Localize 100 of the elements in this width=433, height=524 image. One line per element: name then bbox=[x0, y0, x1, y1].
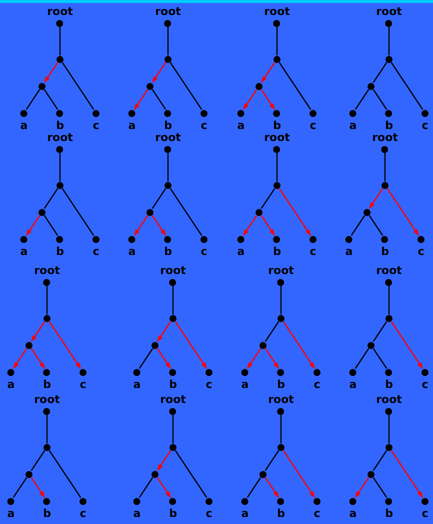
node-dot bbox=[256, 82, 262, 90]
tree-edge bbox=[354, 89, 370, 110]
node-label: c bbox=[206, 379, 212, 391]
node-label: c bbox=[310, 120, 316, 132]
tree-edge bbox=[12, 477, 28, 498]
node-label: a bbox=[128, 120, 136, 132]
tree-edge bbox=[138, 477, 154, 498]
node-label: a bbox=[349, 379, 357, 391]
tree-edge bbox=[372, 348, 388, 369]
arrow bbox=[354, 477, 370, 498]
node-label: root bbox=[155, 132, 181, 144]
node-dot bbox=[278, 314, 284, 322]
node-label: root bbox=[372, 132, 398, 144]
node-dot bbox=[368, 470, 374, 478]
node-label: root bbox=[264, 6, 290, 18]
tree-edge bbox=[372, 89, 388, 110]
node-label: b bbox=[277, 508, 285, 520]
node-dot bbox=[274, 56, 280, 62]
arrow bbox=[278, 188, 312, 236]
node-dot bbox=[26, 342, 32, 348]
arrow bbox=[246, 348, 262, 369]
arrow bbox=[368, 188, 384, 209]
node-label: a bbox=[7, 379, 15, 391]
node-label: root bbox=[376, 265, 402, 277]
arrow bbox=[174, 321, 208, 369]
arrow bbox=[156, 348, 172, 369]
arrow bbox=[30, 477, 46, 498]
tree-edge bbox=[48, 450, 82, 498]
node-label: b bbox=[169, 379, 177, 391]
tree-edge bbox=[59, 26, 61, 56]
node-label: a bbox=[133, 508, 141, 520]
node-label: root bbox=[160, 394, 186, 406]
node-label: root bbox=[34, 265, 60, 277]
node-label: b bbox=[43, 508, 51, 520]
node-dot bbox=[386, 444, 392, 450]
arrow bbox=[390, 450, 424, 498]
node-label: b bbox=[43, 379, 51, 391]
tree-edge bbox=[384, 152, 386, 182]
arrow bbox=[260, 62, 276, 83]
node-label: c bbox=[80, 379, 86, 391]
node-label: c bbox=[206, 508, 212, 520]
node-label: b bbox=[277, 379, 285, 391]
tree-edge bbox=[174, 450, 208, 498]
node-dot bbox=[170, 314, 176, 322]
node-dot bbox=[146, 82, 154, 90]
tree-edge bbox=[264, 321, 280, 342]
tree-edge bbox=[62, 188, 94, 236]
tree-edge bbox=[44, 89, 58, 110]
node-label: b bbox=[273, 120, 281, 132]
tree-edge bbox=[152, 89, 166, 110]
arrow bbox=[282, 450, 316, 498]
tree-edge bbox=[388, 414, 390, 444]
arrow bbox=[260, 215, 276, 236]
tree-edge bbox=[372, 62, 388, 83]
tree-edge bbox=[354, 348, 370, 369]
arrow bbox=[152, 215, 166, 236]
node-label: a bbox=[237, 246, 245, 258]
tree-edge bbox=[390, 62, 424, 110]
arrow bbox=[156, 477, 172, 498]
node-label: c bbox=[422, 120, 428, 132]
node-dot bbox=[256, 208, 262, 216]
tree-edge bbox=[167, 26, 169, 56]
node-dot bbox=[146, 208, 154, 216]
node-label: a bbox=[241, 379, 249, 391]
arrow bbox=[134, 89, 148, 110]
node-label: root bbox=[47, 6, 73, 18]
node-label: b bbox=[385, 379, 393, 391]
tree-edge bbox=[172, 286, 174, 314]
arrow bbox=[156, 450, 172, 471]
node-label: a bbox=[128, 246, 136, 258]
node-dot bbox=[274, 182, 280, 188]
node-label: c bbox=[310, 246, 316, 258]
node-label: b bbox=[56, 120, 64, 132]
tree-edge bbox=[280, 414, 282, 444]
tree-edge bbox=[44, 215, 58, 236]
node-label: c bbox=[422, 379, 428, 391]
node-label: a bbox=[20, 246, 28, 258]
node-label: root bbox=[268, 265, 294, 277]
node-dot bbox=[152, 470, 158, 478]
arrow bbox=[48, 321, 82, 369]
node-label: root bbox=[155, 6, 181, 18]
node-label: root bbox=[376, 6, 402, 18]
tree-edge bbox=[30, 450, 46, 471]
arrow bbox=[264, 348, 280, 369]
tree-edge bbox=[276, 152, 278, 182]
node-label: root bbox=[160, 265, 186, 277]
tree-edge bbox=[172, 414, 174, 444]
arrow bbox=[242, 89, 258, 110]
node-label: b bbox=[385, 120, 393, 132]
tree-edge bbox=[46, 286, 48, 314]
node-label: c bbox=[92, 246, 100, 258]
tree-edge bbox=[388, 286, 390, 314]
node-dot bbox=[386, 56, 392, 62]
node-dot bbox=[364, 208, 370, 216]
node-dot bbox=[38, 82, 46, 90]
node-label: b bbox=[56, 246, 64, 258]
tree-edge bbox=[170, 188, 202, 236]
node-label: c bbox=[92, 120, 100, 132]
node-label: c bbox=[200, 246, 208, 258]
arrow bbox=[242, 215, 258, 236]
